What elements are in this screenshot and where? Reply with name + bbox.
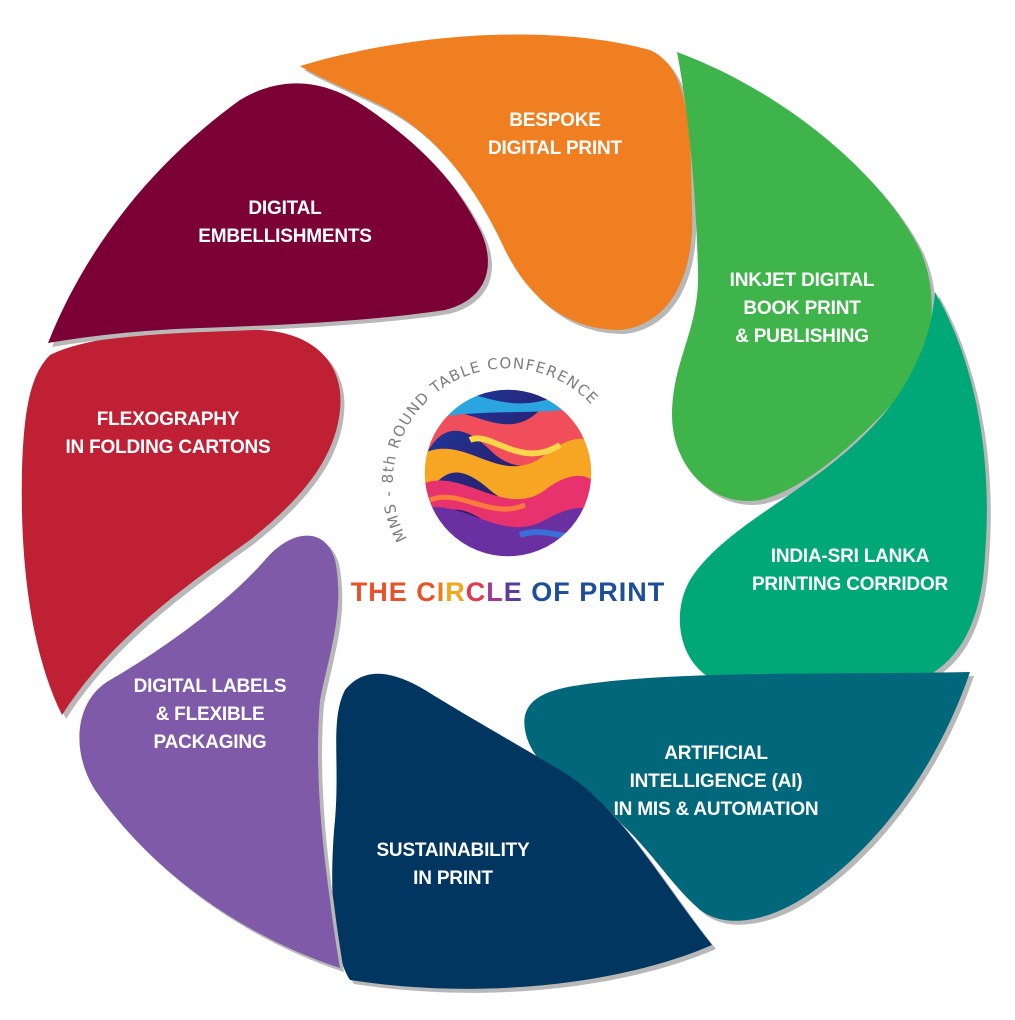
- petal-label: INDIA-SRI LANKA PRINTING CORRIDOR: [752, 546, 949, 595]
- petal-shape: [672, 52, 932, 501]
- petal-shape: [300, 34, 693, 330]
- petal-ring: BESPOKE DIGITAL PRINT INKJET DIGITAL BOOK P…: [21, 34, 991, 993]
- brand-word-circle: CIRCLE: [416, 577, 523, 607]
- petal-label-line: BESPOKE: [509, 110, 601, 131]
- petal-label-line: FLEXOGRAPHY: [97, 409, 240, 430]
- petal-shape: [332, 673, 712, 989]
- petal-label: DIGITAL EMBELLISHMENTS: [198, 198, 371, 247]
- brand-letter: C: [466, 577, 487, 607]
- petal-sustainability: SUSTAINABILITY IN PRINT: [332, 673, 716, 993]
- petal-ai: ARTIFICIAL INTELLIGENCE (AI) IN MIS & AUTO…: [524, 672, 974, 925]
- petal-label: ARTIFICIAL INTELLIGENCE (AI) IN MIS & AUTO…: [614, 743, 819, 820]
- petal-label-line: DIGITAL LABELS: [134, 676, 287, 697]
- petal-label-line: IN PRINT: [413, 868, 493, 889]
- petal-label-line: PRINTING CORRIDOR: [752, 574, 949, 595]
- petal-shape: [524, 672, 970, 921]
- petal-embellishments: DIGITAL EMBELLISHMENTS: [48, 83, 492, 347]
- petal-shape: [79, 535, 340, 968]
- petal-label-line: SUSTAINABILITY: [376, 840, 530, 861]
- brand-letter: L: [486, 577, 504, 607]
- brand-word-of: OF: [531, 577, 571, 607]
- petal-label: FLEXOGRAPHY IN FOLDING CARTONS: [65, 409, 270, 458]
- petal-label: BESPOKE DIGITAL PRINT: [488, 110, 623, 159]
- brand-letter: E: [504, 577, 523, 607]
- petal-label-line: INKJET DIGITAL: [730, 270, 875, 291]
- petal-label: SUSTAINABILITY IN PRINT: [376, 840, 530, 889]
- petal-label-line: INDIA-SRI LANKA: [771, 546, 930, 567]
- petal-inkjet: INKJET DIGITAL BOOK PRINT & PUBLISHING: [672, 52, 936, 505]
- petal-india-sri-lanka: INDIA-SRI LANKA PRINTING CORRIDOR: [679, 292, 991, 700]
- petal-label: INKJET DIGITAL BOOK PRINT & PUBLISHING: [730, 270, 875, 347]
- petal-label-line: IN FOLDING CARTONS: [65, 437, 270, 458]
- petal-label-line: PACKAGING: [154, 732, 267, 753]
- petal-label-line: INTELLIGENCE (AI): [630, 771, 803, 792]
- petal-label-line: & PUBLISHING: [735, 326, 869, 347]
- petal-label-line: DIGITAL PRINT: [488, 138, 623, 159]
- petal-label-line: ARTIFICIAL: [664, 743, 768, 764]
- petal-label-line: BOOK PRINT: [743, 298, 861, 319]
- brand-word-print: PRINT: [579, 577, 665, 607]
- abstract-wave-art-icon: [424, 389, 592, 557]
- petal-bespoke: BESPOKE DIGITAL PRINT: [300, 34, 697, 334]
- petal-label-line: EMBELLISHMENTS: [198, 226, 371, 247]
- brand-letter: I: [437, 577, 446, 607]
- petal-label-line: IN MIS & AUTOMATION: [614, 799, 819, 820]
- petal-shape: [21, 329, 341, 715]
- petal-shape: [679, 292, 987, 696]
- petal-flexography: FLEXOGRAPHY IN FOLDING CARTONS: [21, 329, 345, 719]
- petal-label-line: & FLEXIBLE: [156, 704, 265, 725]
- brand-letter: R: [445, 577, 466, 607]
- petal-label: DIGITAL LABELS & FLEXIBLE PACKAGING: [134, 676, 287, 753]
- brand-letter: C: [416, 577, 437, 607]
- brand-title: THE CIRCLE OF PRINT: [351, 577, 666, 607]
- conference-logo: MMS - 8th ROUND TABLE CONFERENCE THE CIR…: [351, 354, 666, 607]
- petal-label-line: DIGITAL: [248, 198, 322, 219]
- petal-digital-labels: DIGITAL LABELS & FLEXIBLE PACKAGING: [79, 535, 344, 972]
- brand-word-the: THE: [351, 577, 408, 607]
- logo-circle-border: [423, 388, 593, 558]
- petal-shape: [48, 83, 488, 343]
